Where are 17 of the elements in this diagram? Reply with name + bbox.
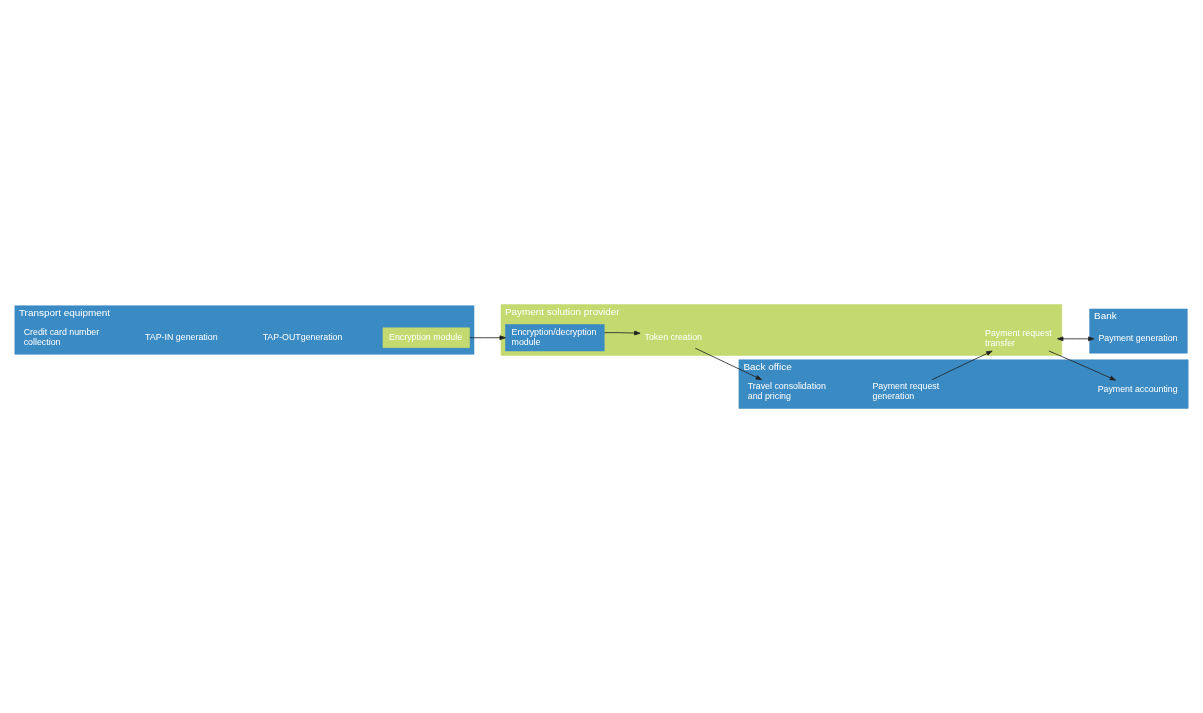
arrow (1048, 350, 1117, 381)
node-text: Payment request generation (872, 380, 940, 401)
arrow (694, 347, 763, 381)
node-text: Travel consolidation and pricing (747, 380, 826, 401)
node-text: Payment request transfer (985, 327, 1052, 348)
node-text: Token creation (644, 332, 702, 343)
node-text: TAP-OUTgeneration (262, 331, 343, 342)
arrow (1057, 336, 1095, 342)
node-text: TAP-IN generation (145, 331, 218, 342)
arrow (603, 330, 641, 336)
arrow (931, 350, 993, 381)
node-box: Encryption module (382, 327, 470, 348)
node-text: Payment accounting (1097, 384, 1178, 395)
node-text: Credit card number collection (23, 326, 100, 347)
node-box: Encryption/decryption module (505, 324, 605, 352)
arrow (469, 335, 506, 341)
node-text: Payment generation (1098, 332, 1178, 343)
